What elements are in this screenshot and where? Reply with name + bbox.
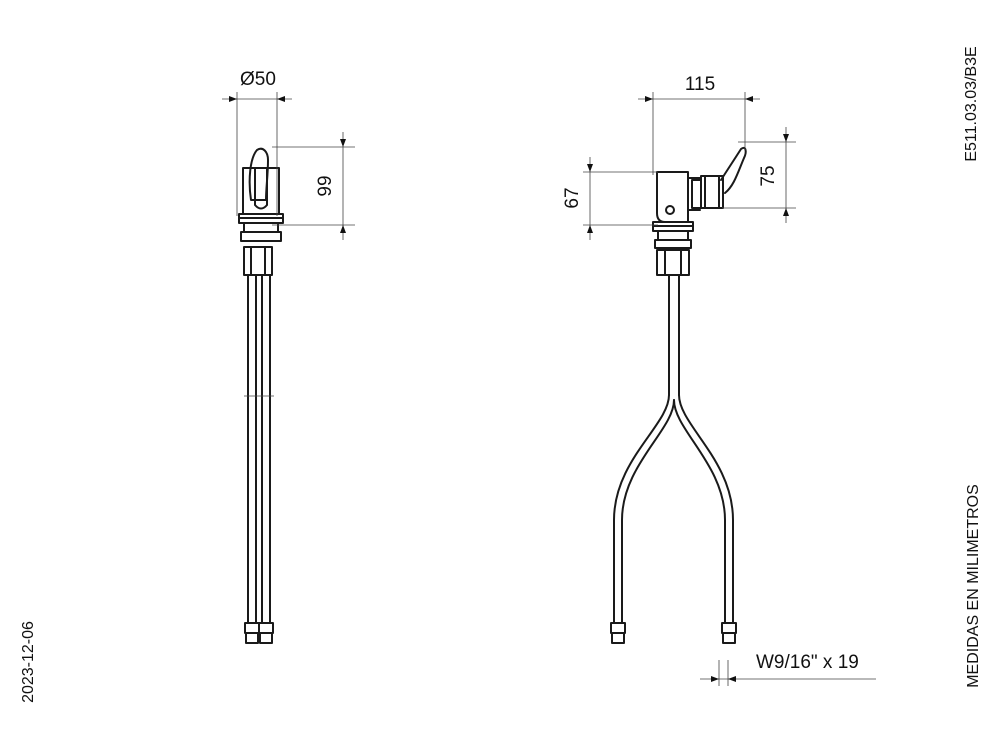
front-diameter-label: Ø50	[240, 69, 276, 90]
dimension-front-height: 99	[272, 132, 355, 240]
side-lever-height-label: 75	[758, 165, 779, 186]
drawing-date: 2023-12-06	[20, 621, 37, 703]
dimension-hose-connector: W9/16" x 19	[700, 652, 876, 686]
hose-connector-label: W9/16" x 19	[756, 652, 859, 673]
dimension-front-diameter: Ø50	[222, 69, 292, 216]
side-view	[610, 146, 747, 644]
dimension-side-lever-height: 75	[722, 127, 796, 223]
front-view	[238, 147, 284, 644]
dimension-side-body-height: 67	[562, 157, 658, 240]
side-body-height-label: 67	[562, 187, 583, 208]
units-note: MEDIDAS EN MILIMETROS	[965, 484, 982, 688]
dimension-side-width: 115	[638, 74, 760, 175]
drawing-code: E511.03.03/B3E	[963, 46, 980, 161]
front-height-label: 99	[315, 175, 336, 196]
side-width-label: 115	[685, 74, 715, 95]
